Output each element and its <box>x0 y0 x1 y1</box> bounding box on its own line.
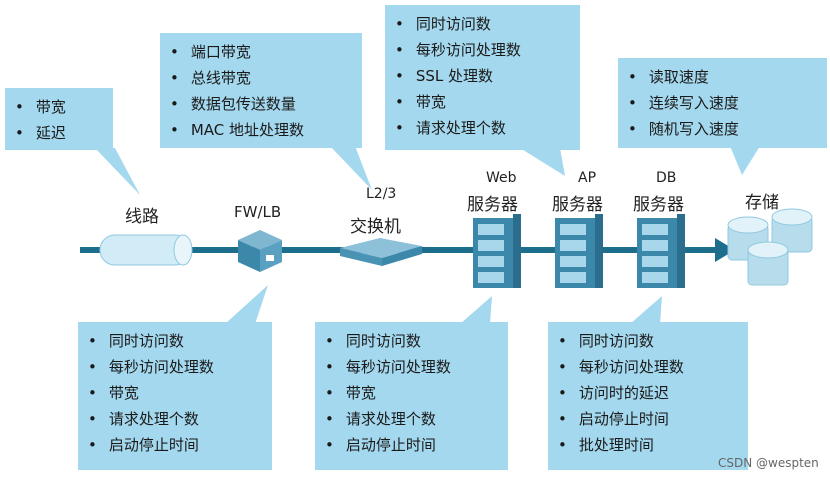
label-line: 线路 <box>125 207 159 227</box>
callout-storage: 读取速度 连续写入速度 随机写入速度 <box>618 58 827 148</box>
label-l23: L2/3 <box>366 186 397 202</box>
list-item: 启动停止时间 <box>88 432 262 458</box>
callout-web: 同时访问数 每秒访问处理数 带宽 请求处理个数 启动停止时间 <box>315 322 508 470</box>
callout-switch: 端口带宽 总线带宽 数据包传送数量 MAC 地址处理数 <box>160 33 362 148</box>
label-ap: AP <box>578 170 597 186</box>
label-ap-server: 服务器 <box>552 195 603 215</box>
callout-line: 带宽 延迟 <box>5 88 113 150</box>
list-item: 每秒访问处理数 <box>558 354 738 380</box>
list-item: 带宽 <box>325 380 498 406</box>
list-item: 带宽 <box>15 94 103 120</box>
list-item: SSL 处理数 <box>395 63 570 89</box>
label-web: Web <box>486 170 517 186</box>
arrow-icon <box>715 238 735 262</box>
list-item: 同时访问数 <box>558 328 738 354</box>
label-db: DB <box>656 170 677 186</box>
list-item: 批处理时间 <box>558 432 738 458</box>
list-item: 随机写入速度 <box>628 116 817 142</box>
switch-icon <box>340 238 422 266</box>
list-item: 启动停止时间 <box>325 432 498 458</box>
list-item: 请求处理个数 <box>395 115 570 141</box>
list-item: 端口带宽 <box>170 39 352 65</box>
callout-web-ap: 同时访问数 每秒访问处理数 SSL 处理数 带宽 请求处理个数 <box>385 5 580 150</box>
list-item: 延迟 <box>15 120 103 146</box>
list-item: 每秒访问处理数 <box>88 354 262 380</box>
list-item: 总线带宽 <box>170 65 352 91</box>
list-item: 每秒访问处理数 <box>395 37 570 63</box>
db-server-icon <box>637 214 685 288</box>
label-switch: 交换机 <box>350 217 401 237</box>
label-web-server: 服务器 <box>467 195 518 215</box>
watermark: CSDN @wespten <box>718 456 819 470</box>
list-item: 同时访问数 <box>325 328 498 354</box>
server-icons <box>473 214 685 288</box>
label-storage: 存储 <box>745 193 779 213</box>
list-item: 请求处理个数 <box>325 406 498 432</box>
list-item: 带宽 <box>88 380 262 406</box>
label-fwlb: FW/LB <box>234 203 282 221</box>
storage-icon <box>727 208 813 286</box>
list-item: 同时访问数 <box>395 11 570 37</box>
list-item: 启动停止时间 <box>558 406 738 432</box>
web-server-icon <box>473 214 521 288</box>
list-item: 请求处理个数 <box>88 406 262 432</box>
list-item: 连续写入速度 <box>628 90 817 116</box>
callout-db: 同时访问数 每秒访问处理数 访问时的延迟 启动停止时间 批处理时间 <box>548 322 748 470</box>
list-item: 读取速度 <box>628 64 817 90</box>
cable-icon <box>99 234 193 266</box>
list-item: 数据包传送数量 <box>170 91 352 117</box>
list-item: MAC 地址处理数 <box>170 117 352 143</box>
list-item: 带宽 <box>395 89 570 115</box>
label-db-server: 服务器 <box>633 195 684 215</box>
list-item: 同时访问数 <box>88 328 262 354</box>
callout-tails <box>95 146 760 324</box>
list-item: 访问时的延迟 <box>558 380 738 406</box>
ap-server-icon <box>555 214 603 288</box>
firewall-icon <box>238 230 282 272</box>
callout-fwlb: 同时访问数 每秒访问处理数 带宽 请求处理个数 启动停止时间 <box>78 322 272 470</box>
list-item: 每秒访问处理数 <box>325 354 498 380</box>
